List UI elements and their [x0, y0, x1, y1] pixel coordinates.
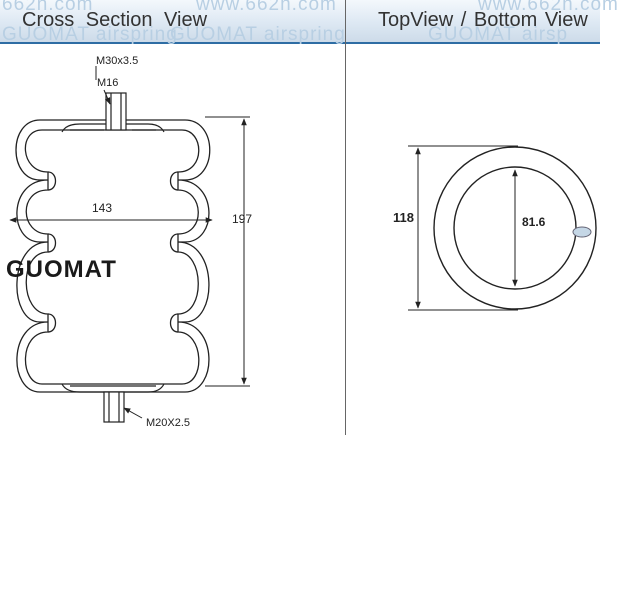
outer-diameter-label: 118: [393, 210, 414, 225]
watermark-text: www.662n.com: [196, 0, 337, 15]
top-view-title: TopView / Bottom View: [378, 9, 588, 31]
watermark-text: 662n.com: [2, 0, 94, 15]
top-stud: [105, 92, 127, 131]
valve-port: [572, 226, 592, 238]
top-thread-label: M30x3.5: [96, 55, 138, 67]
cross-section-title: Cross Section View: [22, 9, 208, 31]
inner-diameter-label: 81.6: [522, 215, 546, 229]
watermark-text: GUOMAT airspring: [2, 24, 178, 45]
brand-logo-text: GUOMAT: [6, 256, 117, 283]
bottom-stud: [103, 391, 125, 423]
view-divider: [345, 0, 346, 435]
header-rule: [0, 42, 600, 44]
technical-drawing: M30x3.5 M16 143 197 M20X2.5 118 81.6: [9, 55, 597, 429]
bottom-bead-plate: [61, 383, 165, 393]
header-band: [0, 0, 600, 42]
watermark-text: GUOMAT airspring: [170, 24, 346, 45]
watermark-text: GUOMAT airsp: [428, 24, 569, 45]
m16-leader: [103, 89, 111, 105]
m20-leader: [123, 407, 143, 419]
stud-label: M16: [97, 77, 118, 89]
watermark-text: www.662n.com: [478, 0, 619, 15]
bottom-thread-label: M20X2.5: [146, 417, 190, 429]
width-label: 143: [92, 201, 112, 215]
height-label: 197: [232, 212, 252, 226]
